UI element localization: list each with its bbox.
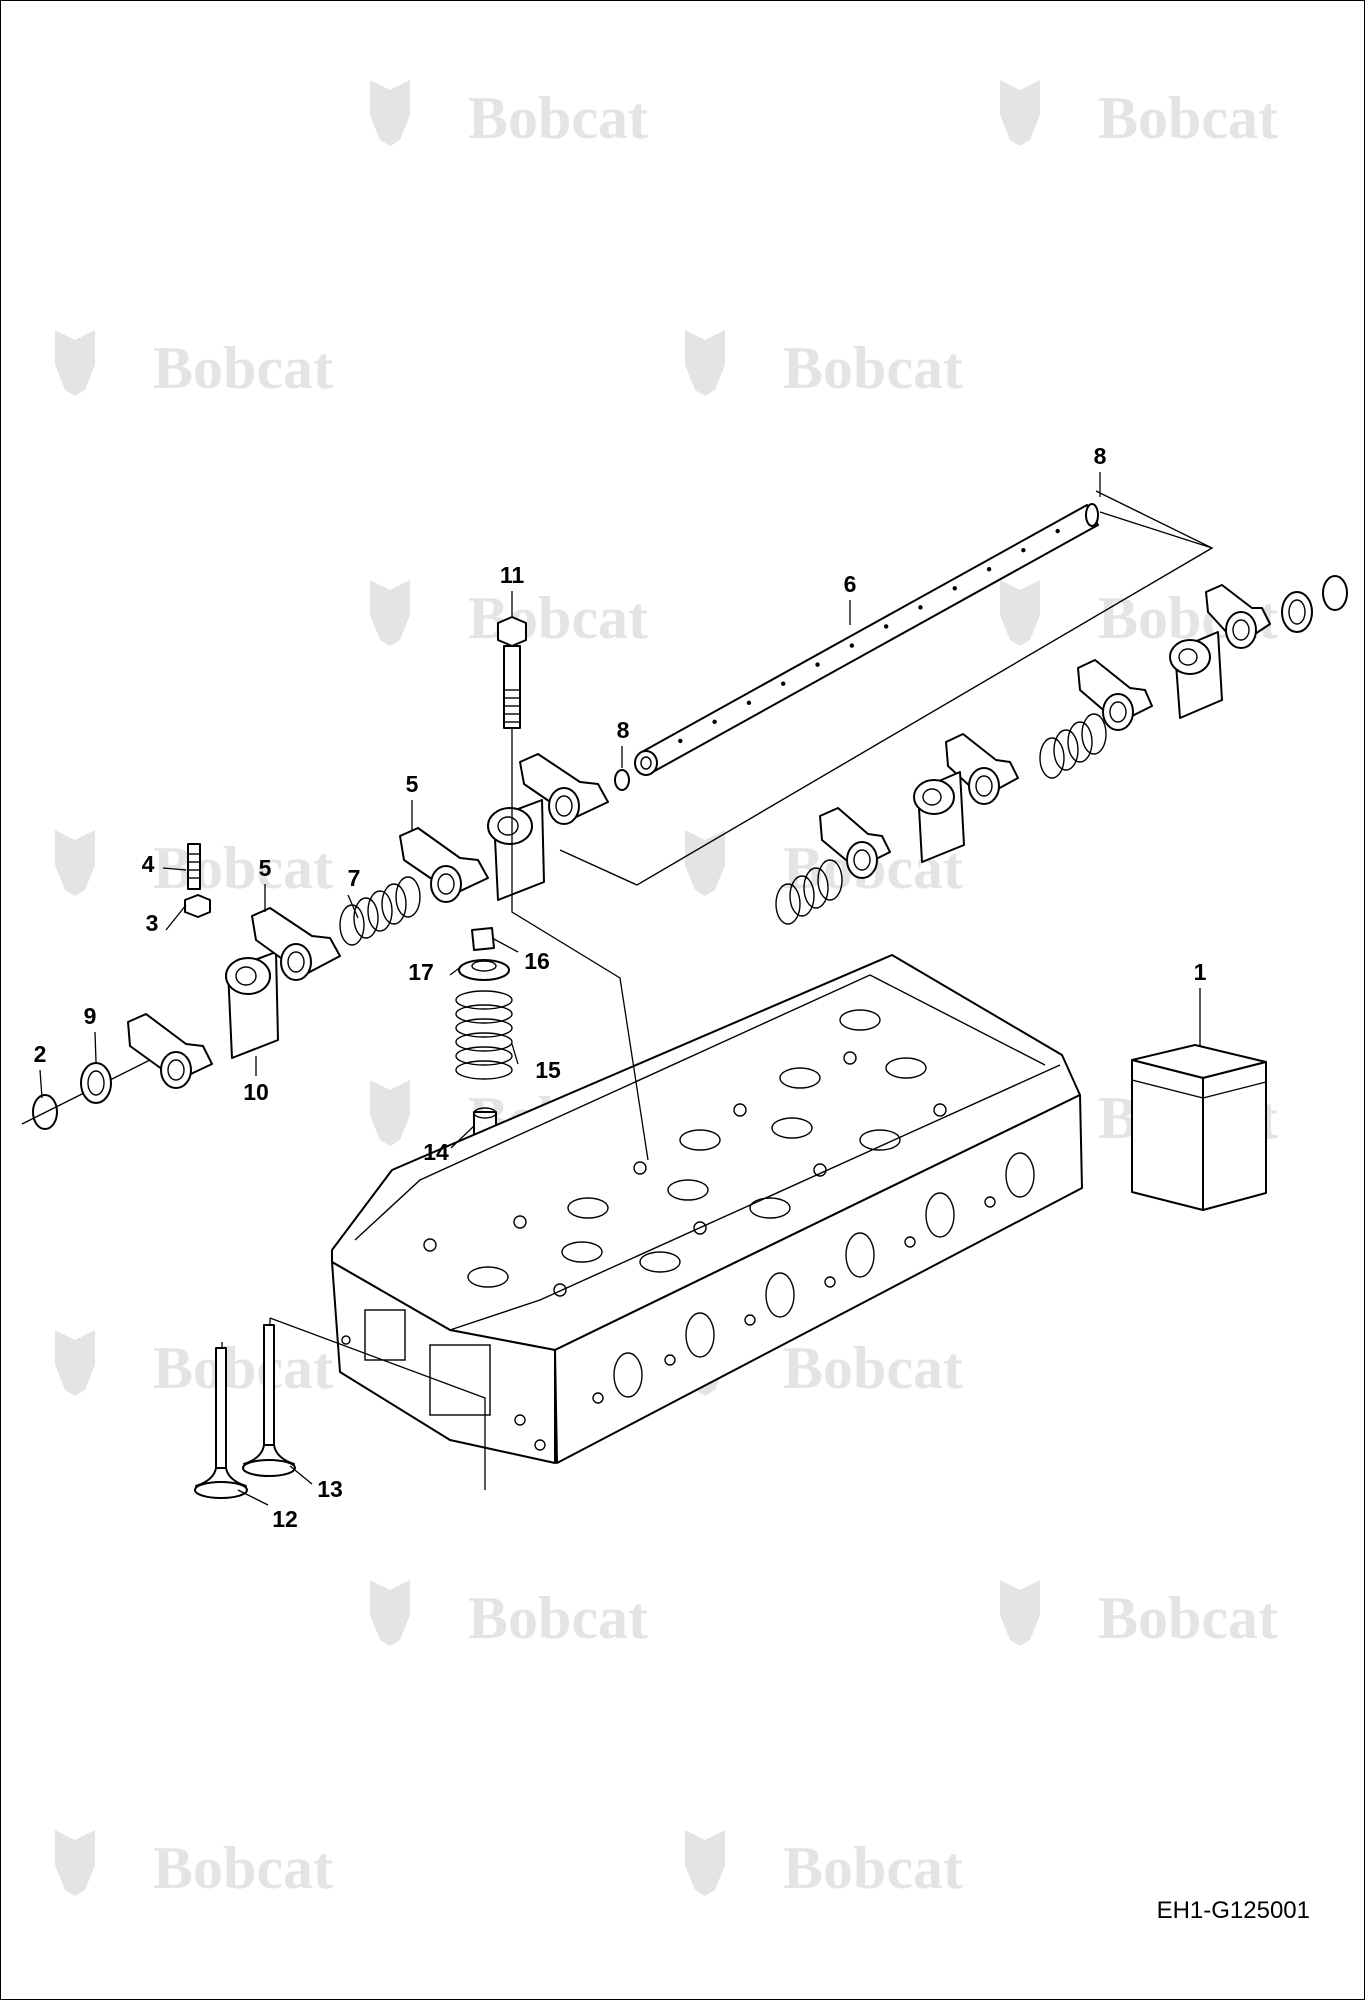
part-1-kit-box [1131,1044,1267,1211]
callout-11: 11 [500,562,525,588]
callout-7: 7 [348,865,361,891]
callout-14: 14 [423,1139,449,1165]
shaft-oil-holes [678,528,1060,744]
oil-hole-icon [678,738,683,744]
watermark-6: Bobcat [55,830,333,901]
rocker-arm-group-left [21,753,630,1130]
bobcat-logo-icon [685,830,725,896]
part-12-13-valves [194,1324,296,1499]
part-11-bolt [497,616,527,729]
bobcat-logo-icon [1000,80,1040,146]
callouts: 1 2 3 4 5 5 6 7 8 8 9 10 11 12 13 14 15 … [34,443,1207,1532]
oil-hole-icon [849,643,855,648]
oil-hole-icon [1055,528,1060,534]
watermark-1: Bobcat [1000,80,1278,151]
watermark-text: Bobcat [153,1335,333,1401]
oil-hole-icon [712,719,717,725]
bobcat-logo-icon [55,330,95,396]
watermark-2: Bobcat [55,330,333,401]
callout-2: 2 [34,1041,47,1067]
callout-13: 13 [317,1476,343,1502]
callout-5-right: 5 [406,771,419,797]
oil-hole-icon [952,586,957,591]
callout-6: 6 [844,571,857,597]
cylinder-head [331,954,1083,1464]
callout-17: 17 [408,959,434,985]
leader-lines [39,472,1201,1506]
figure-code: EH1-G125001 [1157,1897,1310,1924]
watermark-text: Bobcat [153,1835,333,1901]
part-6-rocker-shaft [634,503,1099,776]
callout-15: 15 [535,1057,561,1083]
rocker-arm-group-right [775,575,1348,925]
bobcat-logo-icon [55,1330,95,1396]
assembly-outline-right [559,490,1214,886]
bobcat-logo-icon [55,1830,95,1896]
watermark-0: Bobcat [370,80,648,151]
bobcat-logo-icon [370,80,410,146]
watermark-text: Bobcat [153,335,333,401]
bobcat-logo-icon [370,1580,410,1646]
valve-spring-assembly [455,927,513,1260]
oil-hole-icon [1021,547,1026,553]
bobcat-logo-icon [685,1830,725,1896]
watermark-4: Bobcat [370,580,648,651]
watermark-3: Bobcat [685,330,963,401]
bobcat-logo-icon [370,580,410,646]
oil-hole-icon [781,681,786,686]
callout-12: 12 [272,1506,298,1532]
oil-hole-icon [918,605,923,610]
snap-ring-right-icon [1322,575,1348,611]
bobcat-logo-icon [1000,1580,1040,1646]
watermark-text: Bobcat [468,85,648,151]
watermark-text: Bobcat [783,1335,963,1401]
callout-10: 10 [243,1079,269,1105]
watermark-15: Bobcat [685,1830,963,1901]
watermark-text: Bobcat [783,335,963,401]
washer-right-icon [1281,591,1313,633]
oil-hole-icon [986,567,992,572]
callout-8-top: 8 [1094,443,1107,469]
callout-9: 9 [84,1003,97,1029]
bobcat-logo-icon [370,1080,410,1146]
bobcat-logo-icon [1000,580,1040,646]
watermark-text: Bobcat [468,1585,648,1651]
watermark-text: Bobcat [1098,1585,1278,1651]
callout-5-left: 5 [259,855,272,881]
oil-hole-icon [746,700,752,705]
watermark-13: Bobcat [1000,1580,1278,1651]
watermark-text: Bobcat [1098,85,1278,151]
oil-hole-icon [815,662,820,667]
callout-4: 4 [142,851,155,877]
watermark-10: Bobcat [55,1330,333,1401]
callout-8-left: 8 [617,717,630,743]
watermark-text: Bobcat [783,1835,963,1901]
watermark-14: Bobcat [55,1830,333,1901]
bobcat-logo-icon [685,330,725,396]
watermark-text: Bobcat [468,585,648,651]
oil-hole-icon [883,624,889,629]
watermark-12: Bobcat [370,1580,648,1651]
bobcat-logo-icon [55,830,95,896]
watermark-text: Bobcat [153,835,333,901]
callout-1: 1 [1194,959,1207,985]
callout-16: 16 [524,948,550,974]
callout-3: 3 [146,910,159,936]
